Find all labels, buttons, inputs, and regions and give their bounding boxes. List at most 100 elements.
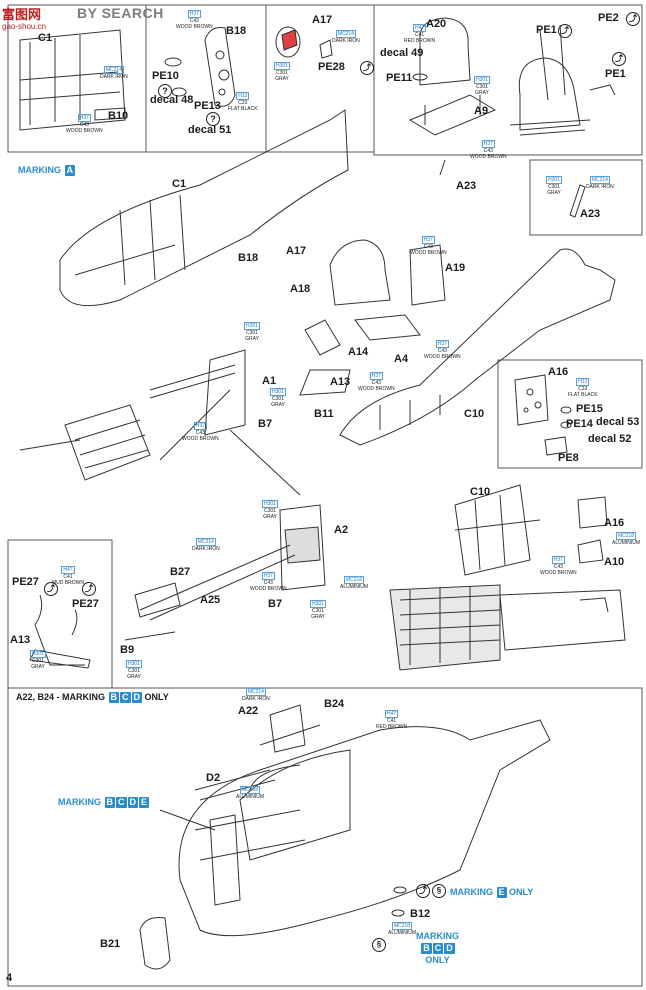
paint-code: H301 xyxy=(310,600,326,608)
part-label-a10: A10 xyxy=(604,556,625,568)
marking-letter-e: E xyxy=(139,797,150,808)
part-label-b7-lower: B7 xyxy=(268,598,283,610)
paint-code: MC214 xyxy=(245,688,266,696)
part-label-pe1a: PE1 xyxy=(536,24,557,36)
paint-desc: RED BROWN xyxy=(376,724,408,730)
marking-bcde-text: MARKING xyxy=(58,797,101,807)
paint-code: H37 xyxy=(421,236,435,244)
part-label-d2: D2 xyxy=(206,772,221,784)
part-label-a9: A9 xyxy=(474,105,489,117)
part-label-pe28: PE28 xyxy=(318,61,345,73)
paint-code: H47 xyxy=(384,710,399,718)
paint-desc: GRAY xyxy=(127,674,141,680)
paint-mc: C43 xyxy=(553,564,563,570)
paint-mc: C41 xyxy=(63,574,73,580)
part-label-a14: A14 xyxy=(348,346,369,358)
marking-letter-d: D xyxy=(444,943,455,954)
paint-mc: C301 xyxy=(32,658,44,664)
marking-bcd-only-suffix: ONLY xyxy=(425,955,450,965)
part-label-a17-main: A17 xyxy=(286,245,307,257)
engine-guns-drawing xyxy=(19,349,301,496)
part-label-b21: B21 xyxy=(100,938,121,950)
part-label-pe13: PE13 xyxy=(194,100,221,112)
part-label-a23a: A23 xyxy=(456,180,477,192)
paint-desc: GRAY xyxy=(547,190,561,196)
paint-desc: ALUMINIUM xyxy=(612,540,641,546)
marking-letter-b: B xyxy=(104,797,116,808)
paint-desc: ALUMINIUM xyxy=(236,794,265,800)
panel-frame-seat xyxy=(373,4,643,156)
paint-mc: C43 xyxy=(195,430,205,436)
paint-code: H37 xyxy=(187,10,201,18)
marking-letter-a: A xyxy=(64,165,76,176)
bend-arrow-icon: ⤴ xyxy=(626,12,640,26)
part-label-a22: A22 xyxy=(238,705,259,717)
paint-desc: DARK IRON xyxy=(100,74,128,80)
part-label-pe1b: PE1 xyxy=(605,68,626,80)
paint-desc: FLAT BLACK xyxy=(228,106,258,112)
part-label-c10-lower: C10 xyxy=(470,486,491,498)
part-label-a23b: A23 xyxy=(580,208,601,220)
question-icon: ? xyxy=(158,84,172,98)
part-label-b18-main: B18 xyxy=(238,252,259,264)
paint-code: H301 xyxy=(270,388,286,396)
paint-code: H301 xyxy=(30,650,46,658)
paint-desc: GRAY xyxy=(475,90,489,96)
a22-b24-note-suffix: ONLY xyxy=(144,692,169,702)
part-label-a1: A1 xyxy=(262,375,277,387)
page-number: 4 xyxy=(6,972,13,984)
paint-mc: C301 xyxy=(476,84,488,90)
paint-code: MC218 xyxy=(343,576,365,584)
paint-desc: GRAY xyxy=(275,76,289,82)
part-label-a17-top: A17 xyxy=(312,14,333,26)
marking-e-only-label: MARKING E ONLY xyxy=(450,887,533,898)
part-label-b7-main: B7 xyxy=(258,418,273,430)
paint-code: H12 xyxy=(236,92,250,100)
bend-arrow-icon: ⤴ xyxy=(416,884,430,898)
paint-code: MC214 xyxy=(103,66,124,74)
marking-letter-c: C xyxy=(432,943,444,954)
panel-frame-a16 xyxy=(497,359,643,469)
marking-letter-d: D xyxy=(131,692,143,703)
part-label-decal51: decal 51 xyxy=(188,124,232,136)
seat-drawings xyxy=(408,17,616,176)
paint-mc: C41 xyxy=(414,32,425,38)
paint-code: H37 xyxy=(435,340,449,348)
main-fuselage-drawing xyxy=(59,109,616,446)
a17-drawing xyxy=(275,26,333,59)
paint-code: H47 xyxy=(61,566,75,574)
paint-code: H301 xyxy=(474,76,490,84)
paint-code: MC214 xyxy=(589,176,610,184)
paint-desc: RED BROWN xyxy=(404,38,436,44)
paint-desc: WOOD BROWN xyxy=(250,586,287,592)
part-label-a20: A20 xyxy=(426,18,447,30)
marking-e-only-suffix: ONLY xyxy=(509,887,534,897)
paint-mc: C41 xyxy=(386,718,397,724)
paint-code: H37 xyxy=(481,140,495,148)
paint-desc: GRAY xyxy=(245,336,259,342)
part-label-b9: B9 xyxy=(120,644,135,656)
glue-icon: § xyxy=(372,938,386,952)
paint-mc: C301 xyxy=(548,184,560,190)
part-label-pe27b: PE27 xyxy=(72,598,99,610)
paint-desc: ALUMINIUM xyxy=(340,584,369,590)
part-label-decal52: decal 52 xyxy=(588,433,632,445)
part-label-a13-lower: A13 xyxy=(10,634,31,646)
paint-desc: WOOD BROWN xyxy=(424,354,461,360)
paint-desc: WOOD BROWN xyxy=(66,128,103,134)
